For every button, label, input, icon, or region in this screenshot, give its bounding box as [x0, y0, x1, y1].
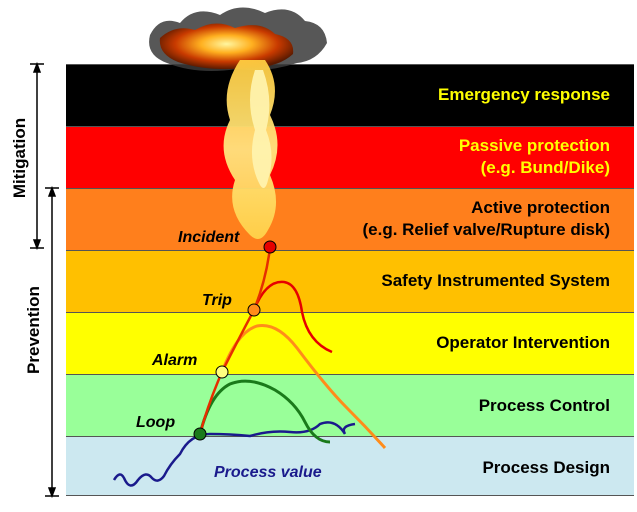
layer-active-protection: Active protection (e.g. Relief valve/Rup… — [66, 188, 634, 250]
layer-process-design: Process Design — [66, 436, 634, 496]
trip-point — [247, 303, 261, 317]
layer-passive-protection: Passive protection (e.g. Bund/Dike) — [66, 126, 634, 188]
layer-label-line1: Emergency response — [438, 85, 610, 104]
explosion-image — [149, 7, 327, 239]
process-deviation-line — [198, 247, 272, 435]
trip-label: Trip — [202, 292, 232, 309]
layer-label: Process Design — [482, 457, 610, 479]
layer-safety-instrumented-system: Safety Instrumented System — [66, 250, 634, 312]
loop-curve — [198, 379, 331, 444]
layer-label-line1: Process Control — [478, 396, 610, 415]
loop-label: Loop — [136, 414, 176, 431]
mitigation-label: Mitigation — [10, 117, 29, 199]
layer-emergency-response: Emergency response — [66, 64, 634, 126]
layer-label-line2: (e.g. Relief valve/Rupture disk) — [362, 220, 610, 239]
layer-label-line1: Passive protection — [458, 136, 610, 155]
layer-label: Safety Instrumented System — [381, 270, 610, 292]
alarm-label: Alarm — [152, 352, 198, 369]
process-value-label: Process value — [214, 464, 322, 481]
mitigation-bracket — [30, 61, 44, 251]
layer-label-line2: (e.g. Bund/Dike) — [480, 158, 610, 177]
process-value-curve — [112, 421, 356, 487]
layer-label-line1: Process Design — [482, 458, 610, 477]
layer-label-line1: Safety Instrumented System — [381, 271, 610, 290]
layer-label: Process Control — [479, 395, 610, 417]
trip-curve — [252, 280, 333, 354]
layer-label: Active protection (e.g. Relief valve/Rup… — [362, 197, 610, 241]
prevention-label: Prevention — [24, 286, 43, 374]
alarm-point — [215, 365, 229, 379]
layer-label-line1: Operator Intervention — [436, 333, 610, 352]
incident-point — [263, 240, 277, 254]
layer-label: Passive protection (e.g. Bund/Dike) — [459, 135, 610, 179]
loop-point — [193, 427, 207, 441]
layer-operator-intervention: Operator Intervention — [66, 312, 634, 374]
incident-label: Incident — [178, 229, 240, 246]
alarm-curve — [220, 323, 387, 450]
layer-label-line1: Active protection — [471, 198, 610, 217]
prevention-bracket — [45, 185, 59, 499]
layer-label: Operator Intervention — [436, 332, 610, 354]
layer-label: Emergency response — [438, 84, 610, 106]
